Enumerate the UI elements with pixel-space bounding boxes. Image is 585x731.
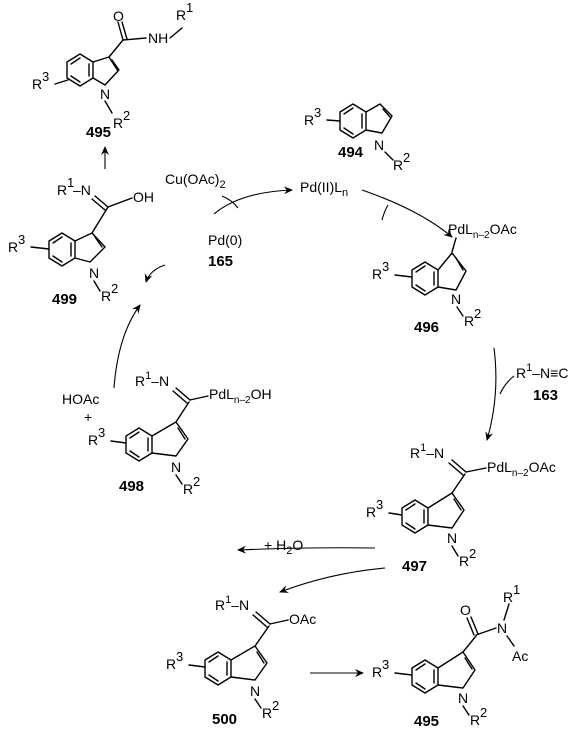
494-label: 494 — [338, 144, 364, 161]
500-oac: OAc — [289, 611, 316, 627]
495-bot-r2-sup: 2 — [480, 705, 487, 720]
498-r3-sup: 3 — [98, 425, 105, 440]
496-label: 496 — [414, 319, 439, 336]
499-label: 499 — [52, 291, 77, 308]
499-oh: OH — [133, 189, 154, 205]
497-r2: R — [459, 553, 469, 569]
arrow-pd0-to-pdii — [213, 186, 293, 215]
497-r2-sup: 2 — [469, 546, 476, 561]
499-n: N — [89, 265, 99, 281]
495-top-nh: NH — [148, 30, 168, 46]
498-r2: R — [183, 481, 193, 497]
498-r3: R — [88, 432, 98, 448]
497-pd: PdLn–2OAc — [487, 459, 556, 479]
495-bot-r3: R — [372, 664, 382, 680]
plus-label: + — [84, 409, 92, 425]
compound-500: R1–N OAc R 3 N R 2 500 — [166, 594, 316, 728]
compound-495-top: O NH R 1 R 3 N R 2 495 — [32, 0, 193, 141]
compound-499: R 1 –N OH R 3 N R 2 499 — [8, 175, 154, 308]
500-r2-sup: 2 — [272, 698, 279, 713]
compound-494: R 3 494 N R 2 — [304, 103, 410, 173]
499-r3: R — [8, 239, 18, 255]
495-top-r3-sup: 3 — [42, 69, 49, 84]
496-r3: R — [372, 266, 382, 282]
497-label: 497 — [402, 558, 427, 575]
497-n: N — [447, 530, 457, 546]
495-bot-r3-sup: 3 — [382, 657, 389, 672]
495-top-label: 495 — [86, 124, 111, 141]
495-bot-n: N — [497, 620, 507, 636]
494-n: N — [374, 137, 384, 153]
500-label: 500 — [212, 711, 237, 728]
cu-oac2-label: Cu(OAc)2 — [165, 171, 226, 191]
arrow-pdii-to-496 — [361, 189, 453, 238]
arrow-497-to-498 — [237, 545, 376, 554]
498-label: 498 — [119, 478, 144, 495]
495-top-r2-sup: 2 — [123, 108, 130, 123]
pd0-label: Pd(0) — [208, 232, 242, 248]
494-r3-sup: 3 — [314, 105, 321, 120]
497-r3: R — [366, 504, 376, 520]
498-pd: PdLn–2OH — [209, 386, 272, 406]
495-bot-oxygen: O — [460, 602, 471, 618]
495-top-r2: R — [113, 115, 123, 131]
497-r3-sup: 3 — [376, 497, 383, 512]
494-r2: R — [393, 157, 403, 173]
arrow-494-curl — [381, 204, 389, 221]
163-label: 163 — [533, 387, 558, 404]
498-r1-imine: R1–N — [135, 370, 169, 389]
arrow-496-to-497 — [485, 347, 497, 441]
compound-495-bottom: O N R 1 Ac R 3 N R 2 495 — [372, 582, 528, 730]
hoac-label: HOAc — [62, 391, 99, 407]
compound-163: R1–N≡C 163 — [516, 362, 568, 404]
arrow-163-curl — [499, 375, 515, 395]
495-bot-label: 495 — [414, 713, 439, 730]
499-r1-sup: 1 — [67, 175, 74, 190]
495-bot-n-indole: N — [458, 690, 468, 706]
495-bot-r1-sup: 1 — [513, 582, 520, 597]
500-r2: R — [262, 705, 272, 721]
497-r1-imine: R1–N — [410, 442, 444, 461]
496-pd: PdLn–2OAc — [448, 221, 517, 241]
495-bot-r1: R — [503, 589, 513, 605]
arrow-cu-curl — [221, 195, 239, 209]
500-r1-imine: R1–N — [215, 594, 249, 613]
499-imine: –N — [73, 182, 91, 198]
499-r1: R — [57, 182, 67, 198]
arrow-to-499-curl — [144, 264, 166, 283]
163-formula: R1–N≡C — [516, 362, 568, 381]
pd0-number: 165 — [208, 253, 233, 270]
pd-ii-label: Pd(II)Ln — [300, 179, 348, 199]
495-top-r3: R — [32, 76, 42, 92]
495-bot-ac: Ac — [512, 648, 528, 664]
compound-498: HOAc + R1–N PdLn–2OH R 3 N R 2 498 — [62, 370, 272, 497]
494-r2-sup: 2 — [403, 150, 410, 165]
496-r2: R — [464, 313, 474, 329]
495-top-r1: R — [176, 7, 186, 23]
arrow-497-to-500 — [279, 567, 386, 593]
499-r2-sup: 2 — [111, 281, 118, 296]
compound-497: R1–N PdLn–2OAc R 3 N R 2 497 — [366, 442, 556, 575]
500-r3: R — [166, 656, 176, 672]
495-bot-r2: R — [470, 712, 480, 728]
494-r3: R — [304, 112, 314, 128]
496-n: N — [451, 291, 461, 307]
500-n: N — [250, 683, 260, 699]
495-top-n: N — [100, 86, 110, 102]
496-r2-sup: 2 — [474, 306, 481, 321]
500-r3-sup: 3 — [176, 649, 183, 664]
495-top-oxygen: O — [113, 8, 124, 24]
499-r2: R — [101, 288, 111, 304]
compound-496: PdLn–2OAc R 3 N R 2 496 — [372, 221, 517, 336]
498-r2-sup: 2 — [193, 474, 200, 489]
h2o-label: + H2O — [264, 537, 303, 557]
499-r3-sup: 3 — [18, 232, 25, 247]
arrow-498-to-499 — [113, 304, 141, 389]
495-top-r1-sup: 1 — [186, 0, 193, 15]
498-n: N — [171, 459, 181, 475]
496-r3-sup: 3 — [382, 259, 389, 274]
